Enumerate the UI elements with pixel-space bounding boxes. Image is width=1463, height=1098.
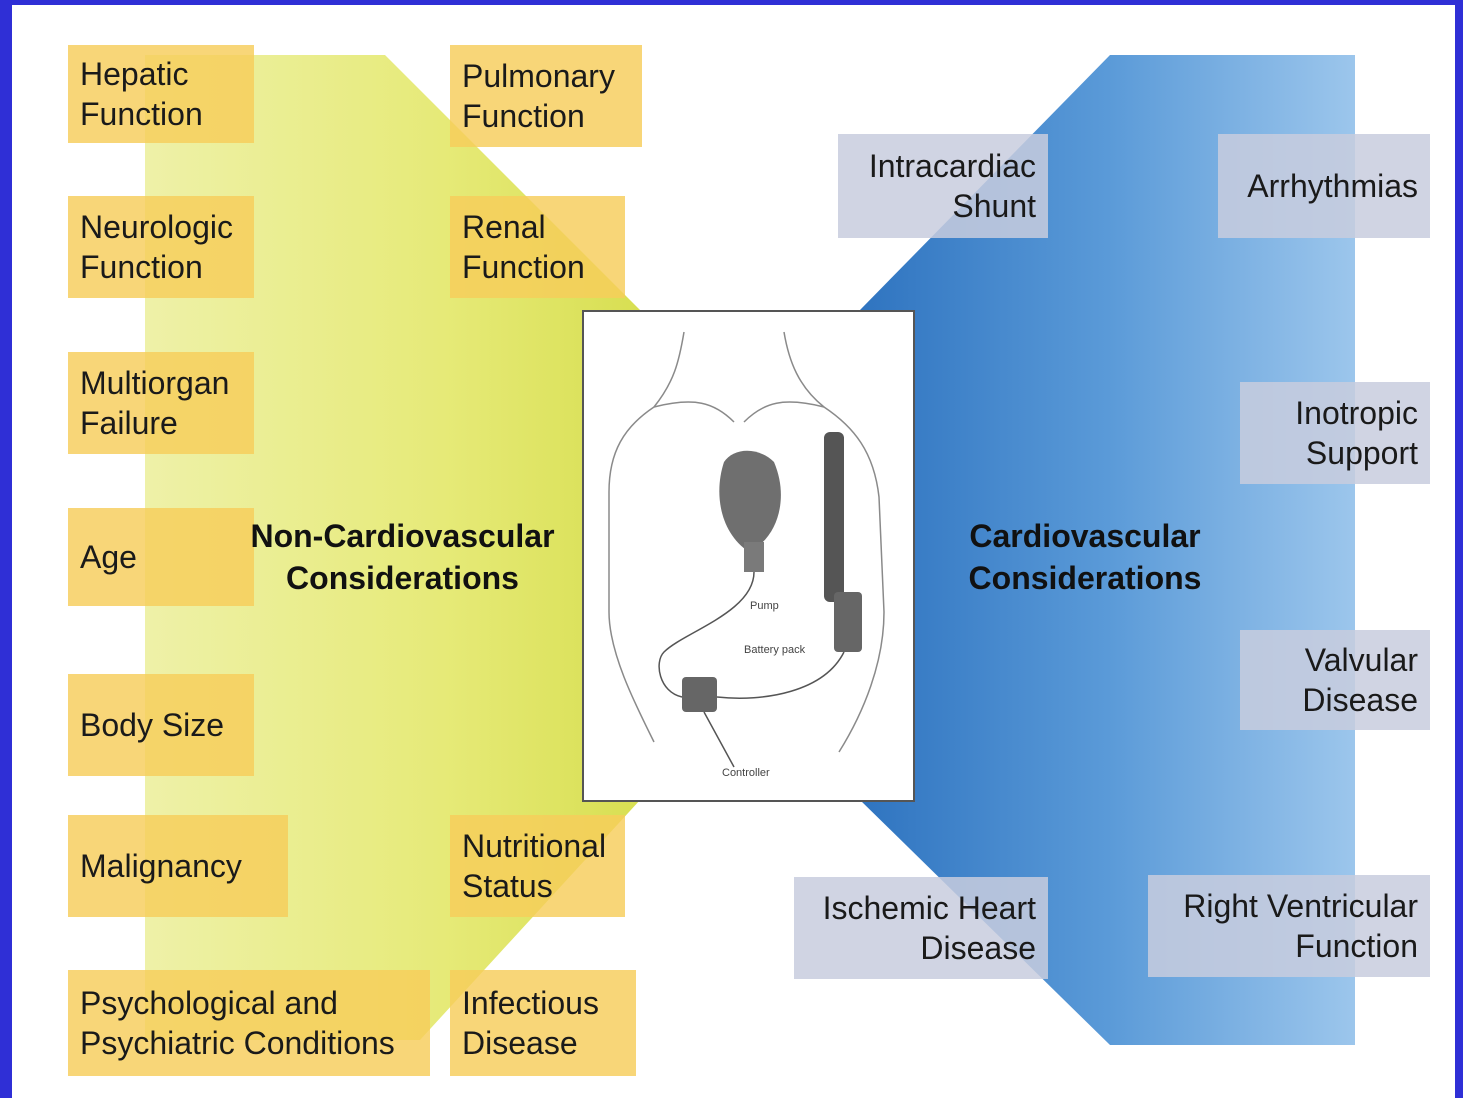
- non-cardiovascular-title: Non-Cardiovascular Considerations: [230, 515, 575, 599]
- multiorgan-failure-label: Multiorgan Failure: [80, 363, 229, 443]
- renal-function-box: Renal Function: [450, 196, 625, 298]
- intracardiac-shunt-box: Intracardiac Shunt: [838, 134, 1048, 238]
- lvad-illustration: Pump Battery pack Controller: [582, 310, 915, 802]
- arrhythmias-box: Arrhythmias: [1218, 134, 1430, 238]
- arrhythmias-label: Arrhythmias: [1247, 166, 1418, 206]
- body-size-label: Body Size: [80, 705, 224, 745]
- valvular-disease-label: Valvular Disease: [1302, 640, 1418, 720]
- controller-shape: [682, 677, 717, 712]
- neurologic-function-box: Neurologic Function: [68, 196, 254, 298]
- inotropic-support-box: Inotropic Support: [1240, 382, 1430, 484]
- age-box: Age: [68, 508, 254, 606]
- ischemic-heart-disease-box: Ischemic Heart Disease: [794, 877, 1048, 979]
- renal-function-label: Renal Function: [462, 207, 585, 287]
- pulmonary-function-box: Pulmonary Function: [450, 45, 642, 147]
- age-label: Age: [80, 537, 137, 577]
- psychological-conditions-label: Psychological and Psychiatric Conditions: [80, 983, 395, 1063]
- valvular-disease-box: Valvular Disease: [1240, 630, 1430, 730]
- pump-label: Pump: [750, 600, 779, 612]
- cardiovascular-title: Cardiovascular Considerations: [935, 515, 1235, 599]
- infectious-disease-box: Infectious Disease: [450, 970, 636, 1076]
- infectious-disease-label: Infectious Disease: [462, 983, 599, 1063]
- malignancy-box: Malignancy: [68, 815, 288, 917]
- multiorgan-failure-box: Multiorgan Failure: [68, 352, 254, 454]
- right-ventricular-function-label: Right Ventricular Function: [1183, 886, 1418, 966]
- intracardiac-shunt-label: Intracardiac Shunt: [869, 146, 1036, 226]
- inotropic-support-label: Inotropic Support: [1295, 393, 1418, 473]
- ischemic-heart-disease-label: Ischemic Heart Disease: [823, 888, 1036, 968]
- hepatic-function-label: Hepatic Function: [80, 54, 203, 134]
- nutritional-status-label: Nutritional Status: [462, 826, 606, 906]
- right-ventricular-function-box: Right Ventricular Function: [1148, 875, 1430, 977]
- psychological-conditions-box: Psychological and Psychiatric Conditions: [68, 970, 430, 1076]
- neurologic-function-label: Neurologic Function: [80, 207, 233, 287]
- battery-pack-label: Battery pack: [744, 644, 805, 656]
- controller-label: Controller: [722, 767, 770, 779]
- hepatic-function-box: Hepatic Function: [68, 45, 254, 143]
- battery-pack-shape: [824, 432, 862, 652]
- heart-shape: [719, 451, 781, 572]
- malignancy-label: Malignancy: [80, 846, 242, 886]
- body-drawing: [584, 312, 913, 800]
- body-size-box: Body Size: [68, 674, 254, 776]
- pulmonary-function-label: Pulmonary Function: [462, 56, 615, 136]
- nutritional-status-box: Nutritional Status: [450, 815, 625, 917]
